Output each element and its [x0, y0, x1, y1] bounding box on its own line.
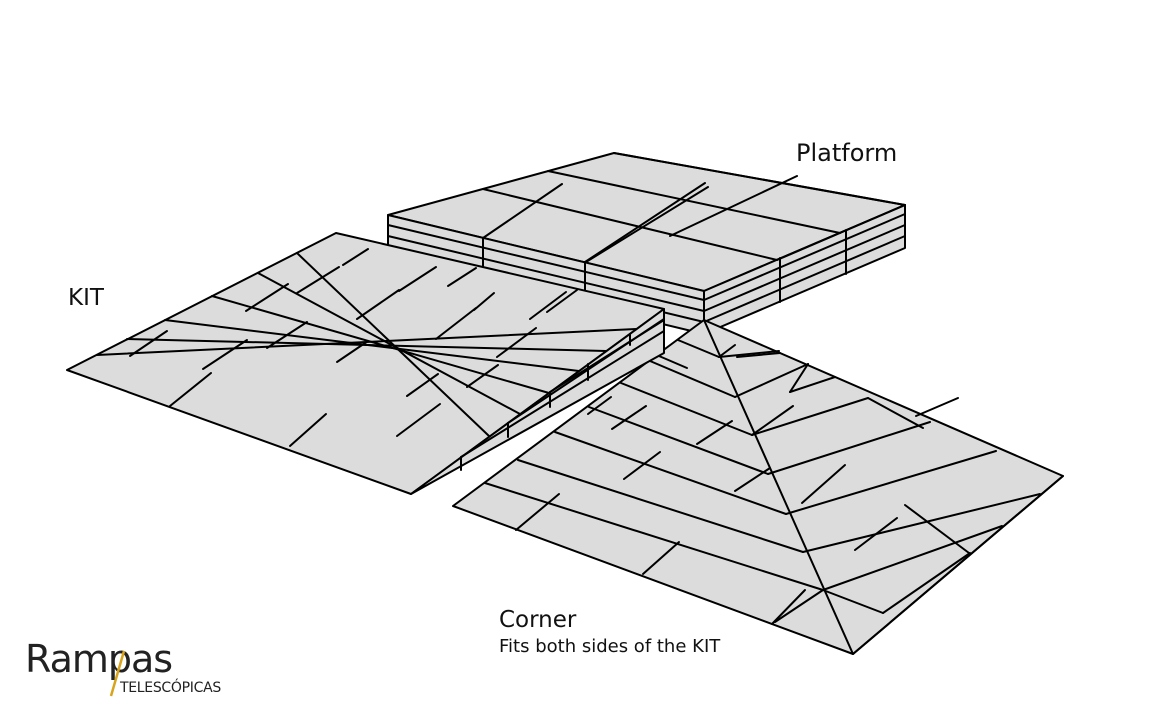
- corner: [452, 319, 1064, 655]
- kit-label: KIT: [68, 285, 104, 311]
- kit: [66, 232, 665, 495]
- platform-label: Platform: [796, 139, 898, 167]
- brand-logo-main: Rampas: [25, 637, 173, 681]
- brand-accent-slash: [109, 650, 126, 697]
- brand-logo: Rampas TELESCÓPICAS: [25, 640, 245, 700]
- corner-label: Corner: [499, 607, 577, 633]
- brand-logo-sub: TELESCÓPICAS: [120, 680, 221, 696]
- corner-note: Fits both sides of the KIT: [499, 636, 721, 657]
